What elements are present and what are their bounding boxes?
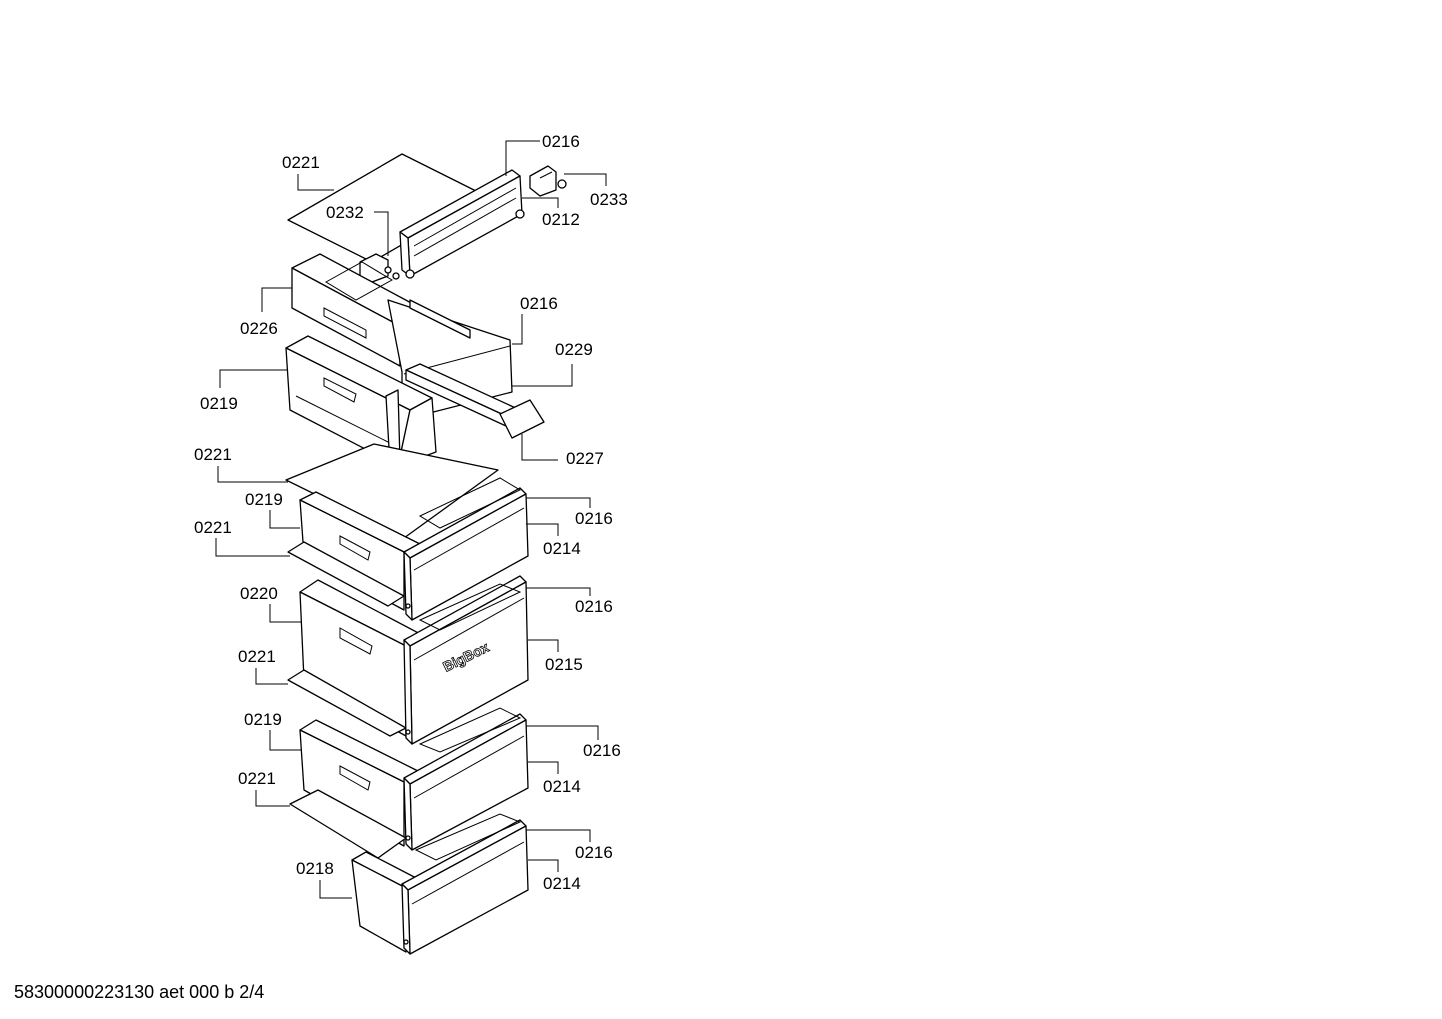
- label-0216-b: 0216: [520, 294, 558, 313]
- label-0216-a: 0216: [542, 132, 580, 151]
- glass-shelf-0221-c: [287, 541, 405, 607]
- drawer-front-0214-b: [403, 707, 529, 851]
- label-0214-a: 0214: [543, 539, 581, 558]
- top-bar-0216: [399, 169, 525, 279]
- label-0221-b: 0221: [194, 445, 232, 464]
- drawer-front-0214-a: [403, 477, 529, 621]
- label-0218: 0218: [296, 859, 334, 878]
- label-0216-e: 0216: [583, 741, 621, 760]
- label-0232: 0232: [326, 203, 364, 222]
- drawer-0218-bottom: [351, 851, 421, 953]
- label-0219-a: 0219: [200, 394, 238, 413]
- label-0221-e: 0221: [238, 769, 276, 788]
- label-0233: 0233: [590, 190, 628, 209]
- label-0221-c: 0221: [194, 518, 232, 537]
- label-0216-c: 0216: [575, 509, 613, 528]
- document-id: 58300000223130 aet 000 b 2/4: [14, 982, 264, 1002]
- drawer-front-0215: BigBox: [403, 575, 529, 745]
- leader-lines: [215, 140, 607, 899]
- label-0227: 0227: [566, 449, 604, 468]
- label-0214-b: 0214: [543, 777, 581, 796]
- label-0229: 0229: [555, 340, 593, 359]
- label-0216-d: 0216: [575, 597, 613, 616]
- label-0226: 0226: [240, 319, 278, 338]
- label-0212: 0212: [542, 210, 580, 229]
- label-0219-b: 0219: [245, 490, 283, 509]
- label-0216-f: 0216: [575, 843, 613, 862]
- label-0214-c: 0214: [543, 874, 581, 893]
- drawer-0219-lower: [299, 719, 421, 847]
- label-0221-d: 0221: [238, 647, 276, 666]
- hinge-0233: [529, 165, 567, 197]
- drawer-front-0214-c: [401, 813, 529, 955]
- label-0220: 0220: [240, 584, 278, 603]
- rail-frame-0229: [387, 299, 545, 439]
- label-0215: 0215: [545, 655, 583, 674]
- label-0219-c: 0219: [244, 710, 282, 729]
- label-0221-a: 0221: [282, 153, 320, 172]
